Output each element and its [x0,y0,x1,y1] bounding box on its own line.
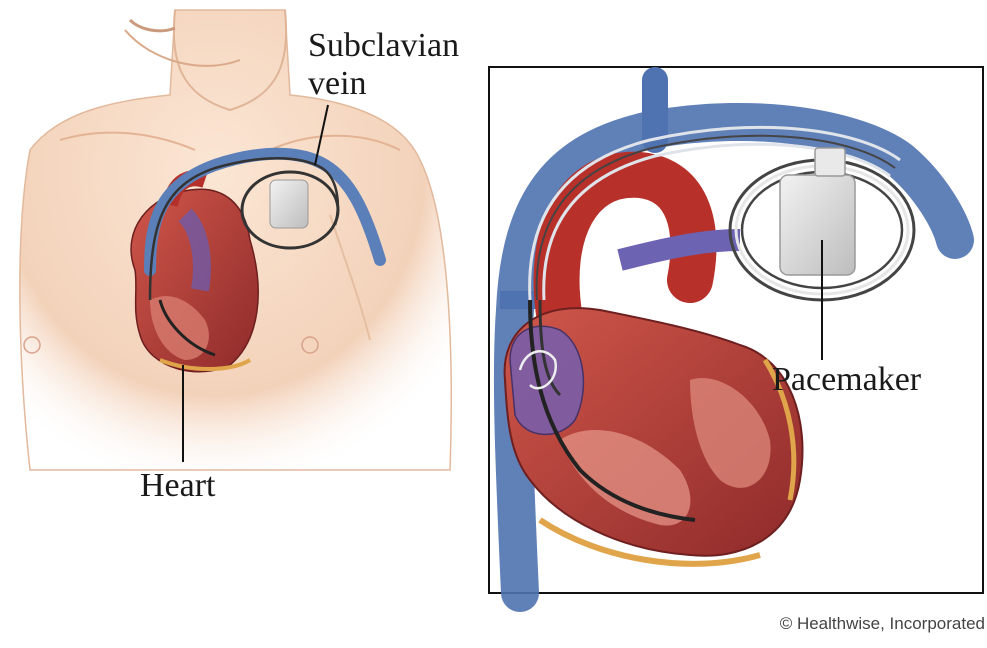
label-pacemaker: Pacemaker [772,362,921,398]
label-heart: Heart [140,468,216,504]
label-subclavian-line1: Subclavian [308,28,459,64]
label-subclavian-line2: vein [308,66,367,102]
copyright-credit: © Healthwise, Incorporated [780,614,985,634]
